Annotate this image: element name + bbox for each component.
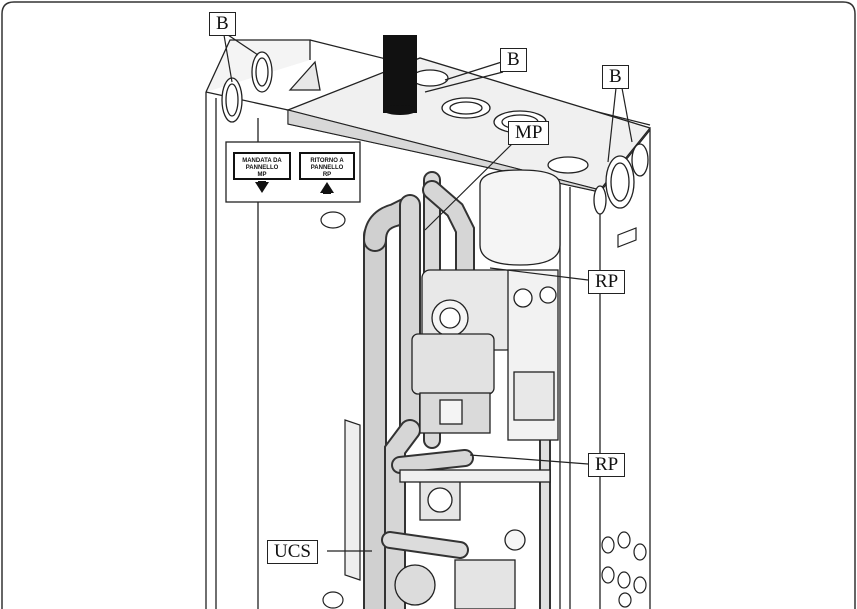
side-panel-holes — [320, 211, 647, 609]
pipes — [363, 171, 551, 609]
flue-pipe — [383, 35, 417, 115]
label-b-right: B — [602, 65, 629, 89]
label-b-center: B — [500, 48, 527, 72]
label-rp-upper: RP — [588, 270, 626, 294]
pipe-sticker: MANDATA DA PANNELLO MP RITORNO A PANNELL… — [225, 141, 361, 203]
expansion-vessel — [479, 169, 561, 266]
side-knockouts-left — [221, 51, 321, 123]
leader-lines — [223, 34, 633, 552]
circulator-pump — [411, 269, 515, 434]
sticker-left-line3: MP — [258, 172, 267, 178]
sticker-left-line2: PANNELLO — [246, 165, 279, 171]
label-mp: MP — [508, 121, 550, 145]
label-b-left: B — [209, 12, 236, 36]
label-ucs: UCS — [267, 540, 318, 564]
sticker-right-line1: RITORNO A — [310, 158, 344, 164]
sticker-right-line3: RP — [323, 172, 331, 178]
sticker-left-line1: MANDATA DA — [242, 158, 282, 164]
label-rp-lower: RP — [588, 453, 626, 477]
side-knockouts-right — [593, 143, 649, 215]
bracket-plate — [344, 419, 361, 581]
lower-components — [394, 469, 551, 609]
valve-block — [507, 269, 559, 441]
sticker-right-line2: PANNELLO — [311, 165, 344, 171]
